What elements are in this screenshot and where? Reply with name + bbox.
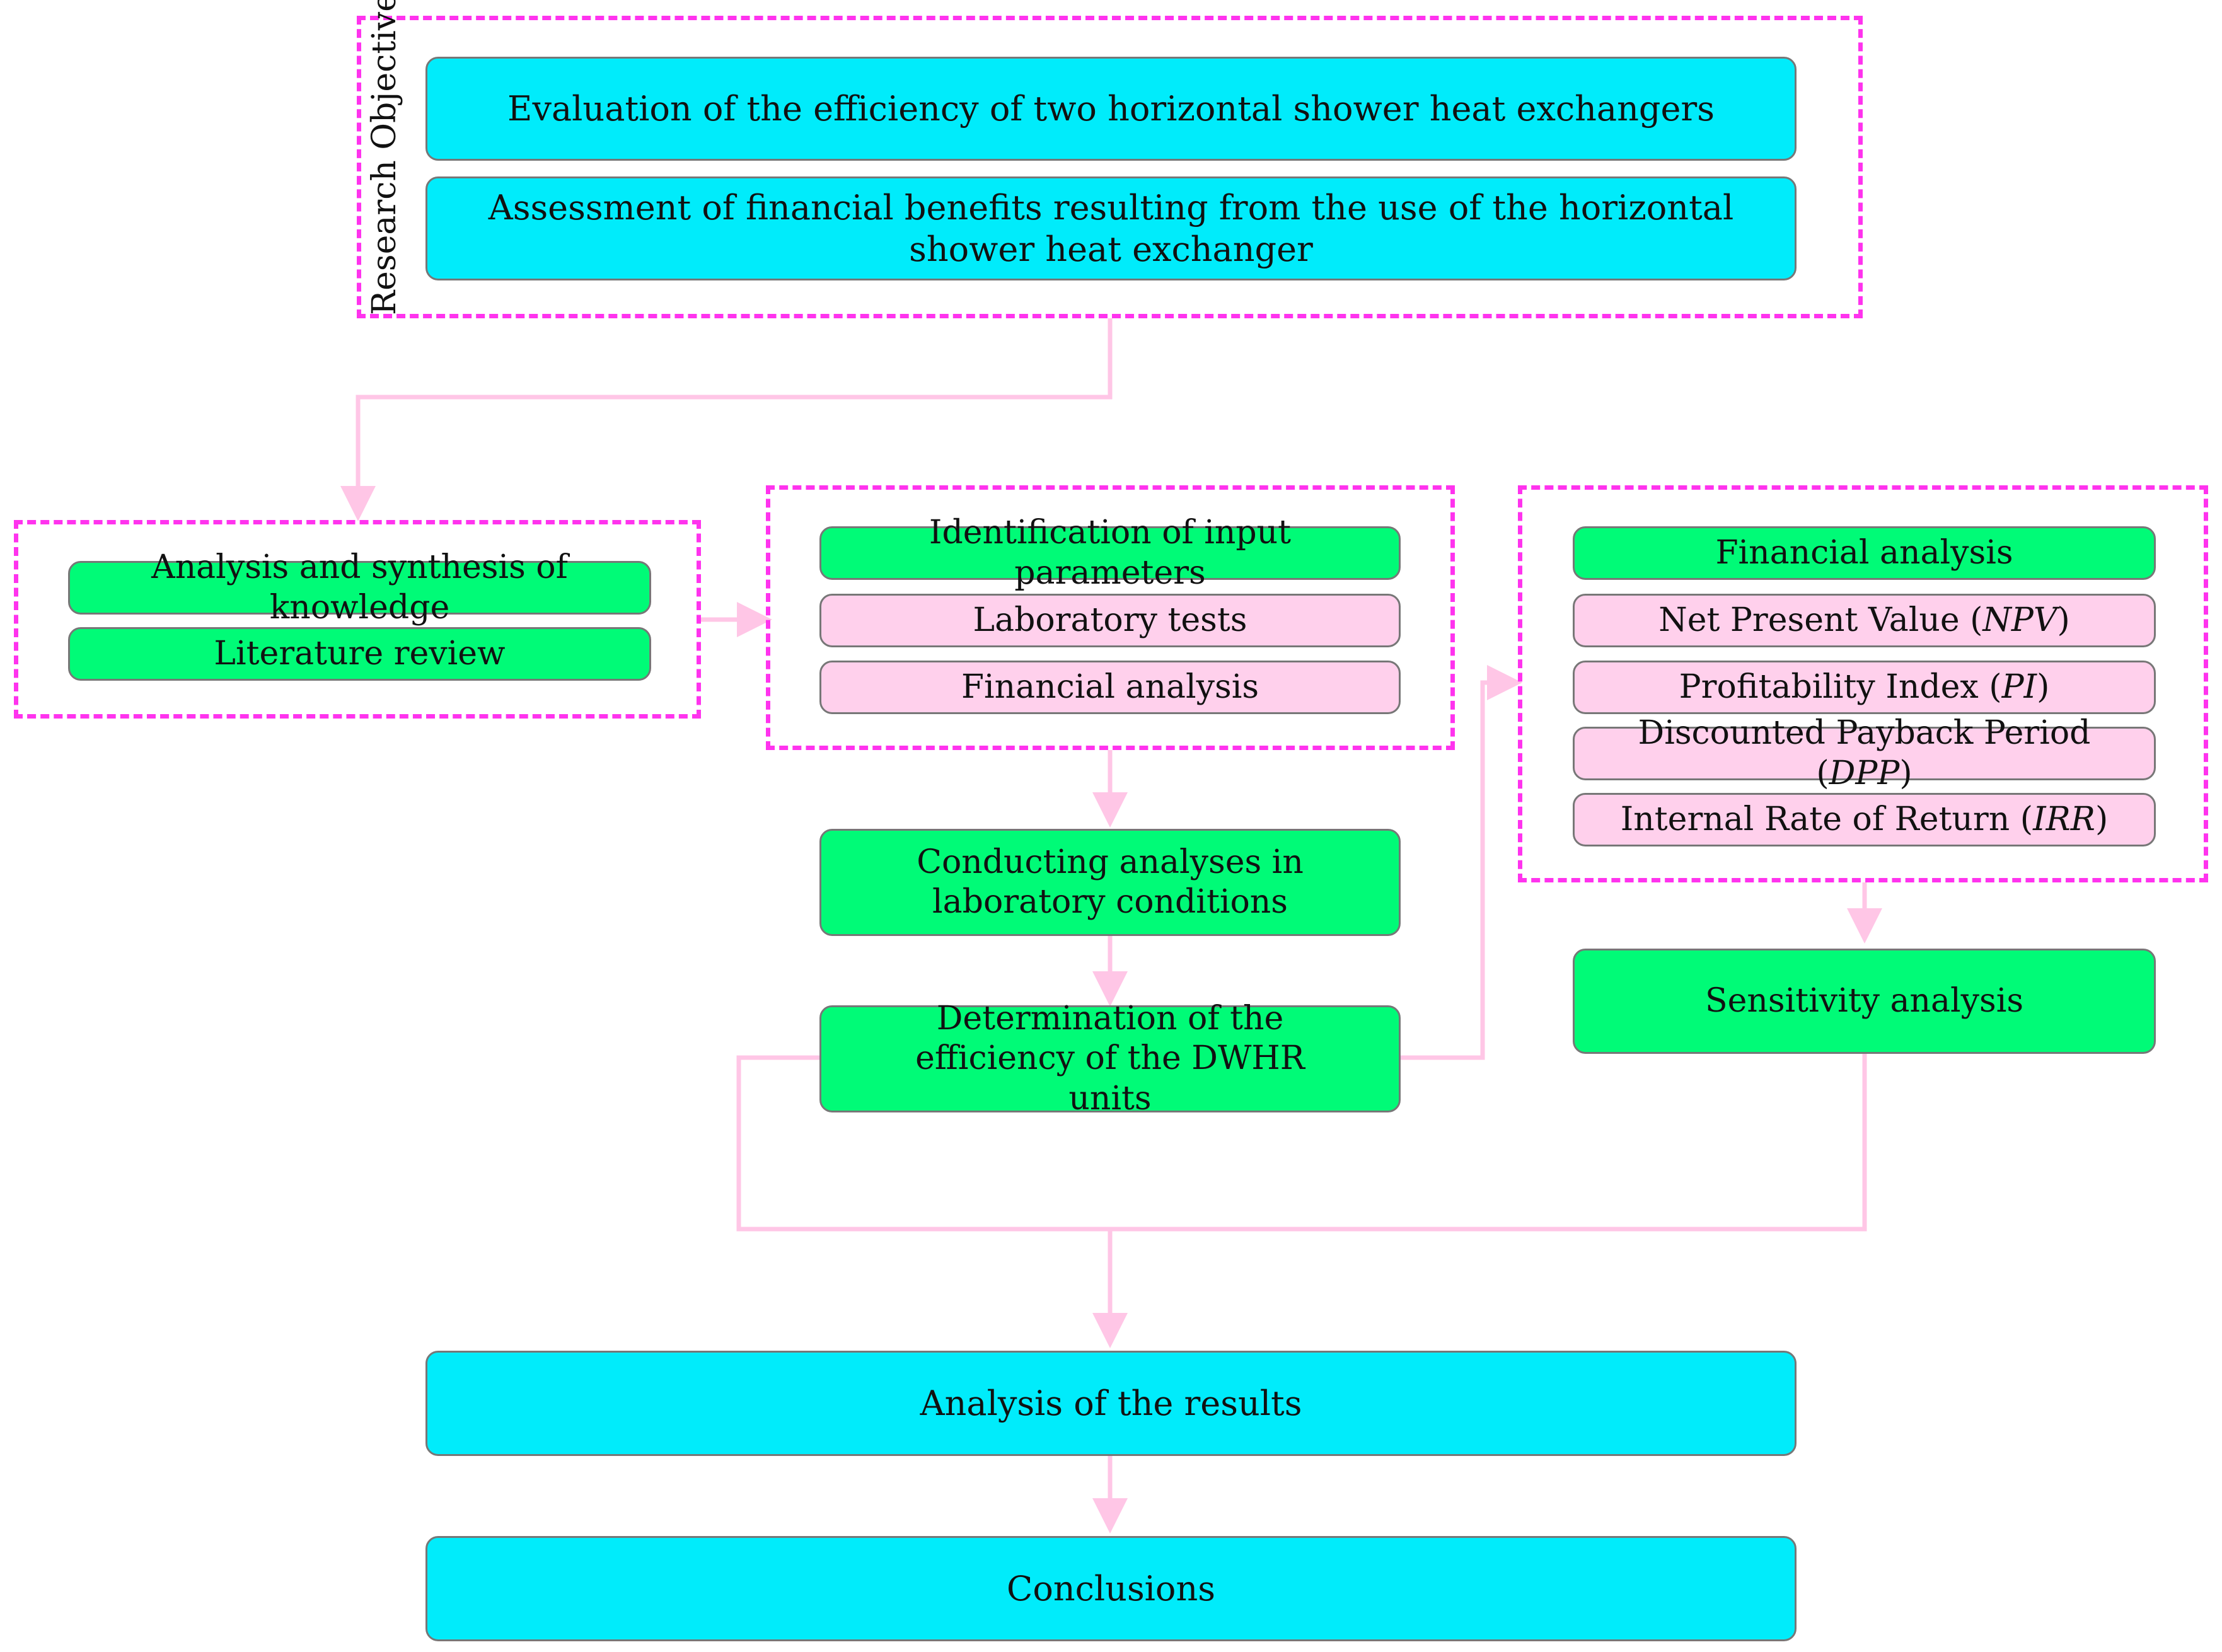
metric-pi-text: Profitability Index (PI) xyxy=(1679,667,2050,706)
line-efficiency-to-merge xyxy=(736,1055,1110,1232)
efficiency-determination-box: Determination of the efficiency of the D… xyxy=(819,1000,1401,1118)
efficiency-determination-text: Determination of the efficiency of the D… xyxy=(915,999,1305,1118)
metric-npv-box: Net Present Value (NPV) xyxy=(1573,594,2156,647)
metric-irr-box: Internal Rate of Return (IRR) xyxy=(1573,793,2156,846)
results-analysis-text: Analysis of the results xyxy=(920,1383,1302,1423)
line-sensitivity-to-merge xyxy=(1110,1054,1867,1232)
financial-analysis-title-box: Financial analysis xyxy=(1573,526,2156,580)
laboratory-tests-box: Laboratory tests xyxy=(819,594,1401,647)
financial-analysis-title-text: Financial analysis xyxy=(1715,533,2013,572)
arrow-objectives-to-knowledge xyxy=(340,318,1113,521)
input-parameters-box: Identification of input parameters xyxy=(819,514,1401,592)
research-objectives-label: Research Objectives xyxy=(366,0,403,315)
financial-analysis-group xyxy=(1518,485,2208,882)
arrow-efficiency-to-financial xyxy=(1401,665,1522,1060)
laboratory-tests-text: Laboratory tests xyxy=(973,601,1247,639)
metric-irr-text: Internal Rate of Return (IRR) xyxy=(1620,800,2109,838)
objective-efficiency-text: Evaluation of the efficiency of two hori… xyxy=(507,88,1715,129)
literature-review-box: Literature review xyxy=(68,627,651,681)
literature-review-text: Literature review xyxy=(214,634,506,673)
knowledge-group xyxy=(14,520,701,719)
sensitivity-analysis-box: Sensitivity analysis xyxy=(1573,949,2156,1054)
input-financial-analysis-text: Financial analysis xyxy=(961,667,1259,706)
conclusions-box: Conclusions xyxy=(425,1536,1797,1641)
objective-efficiency-box: Evaluation of the efficiency of two hori… xyxy=(425,57,1797,161)
laboratory-analyses-box: Conducting analyses in laboratory condit… xyxy=(819,829,1401,936)
conclusions-text: Conclusions xyxy=(1007,1568,1215,1609)
metric-npv-text: Net Present Value (NPV) xyxy=(1658,601,2070,639)
input-financial-analysis-box: Financial analysis xyxy=(819,661,1401,714)
metric-dpp-box: Discounted Payback Period (DPP) xyxy=(1573,714,2156,792)
objective-financial-box: Assessment of financial benefits resulti… xyxy=(425,176,1797,280)
sensitivity-analysis-text: Sensitivity analysis xyxy=(1704,981,2024,1020)
objective-financial-text: Assessment of financial benefits resulti… xyxy=(488,187,1734,269)
input-parameters-text: Identification of input parameters xyxy=(929,514,1292,592)
metric-pi-box: Profitability Index (PI) xyxy=(1573,661,2156,714)
laboratory-analyses-text: Conducting analyses in laboratory condit… xyxy=(917,843,1304,921)
metric-dpp-text: Discounted Payback Period (DPP) xyxy=(1638,714,2091,792)
knowledge-synthesis-box: Analysis and synthesis of knowledge xyxy=(68,548,651,627)
research-objectives-group xyxy=(357,16,1863,318)
input-parameters-group xyxy=(766,485,1455,750)
results-analysis-box: Analysis of the results xyxy=(425,1351,1797,1456)
knowledge-synthesis-text: Analysis and synthesis of knowledge xyxy=(151,548,568,627)
